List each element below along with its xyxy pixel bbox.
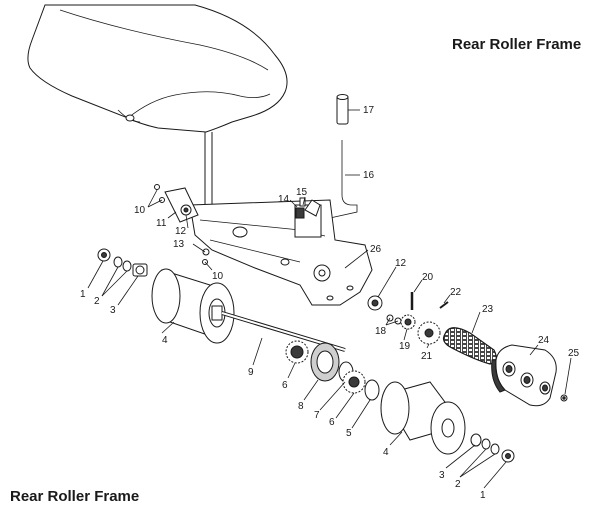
leader-lines xyxy=(87,109,572,489)
callout-8: 8 xyxy=(298,401,304,412)
callout-1b: 1 xyxy=(480,490,486,501)
callout-10b: 10 xyxy=(212,271,224,282)
idler-pulley xyxy=(367,295,402,325)
callout-14: 14 xyxy=(278,194,290,205)
drive-sprocket xyxy=(285,340,309,364)
mower-deck xyxy=(27,4,288,133)
callout-3: 3 xyxy=(110,305,116,316)
callout-19: 19 xyxy=(399,341,411,352)
small-sprocket xyxy=(400,314,416,330)
diagram-caption: Rear Roller Frame xyxy=(10,488,140,505)
callout-18: 18 xyxy=(375,326,387,337)
adjuster-rod xyxy=(329,94,358,219)
drive-chain xyxy=(442,327,497,365)
callout-13: 13 xyxy=(173,239,185,250)
callout-3b: 3 xyxy=(439,470,445,481)
driven-sprocket xyxy=(342,370,366,394)
callout-15: 15 xyxy=(296,187,308,198)
left-end-hardware xyxy=(97,248,148,277)
callout-16: 16 xyxy=(363,170,375,181)
right-roller xyxy=(380,381,466,455)
callout-2b: 2 xyxy=(455,479,461,490)
frame-bracket xyxy=(154,184,210,265)
callout-12b: 12 xyxy=(395,258,407,269)
callout-26: 26 xyxy=(370,244,382,255)
frame-fastener xyxy=(295,197,306,219)
callout-2: 2 xyxy=(94,296,100,307)
callout-22: 22 xyxy=(450,287,462,298)
callout-9: 9 xyxy=(248,367,254,378)
spacer-ring xyxy=(364,379,380,401)
chain-cover xyxy=(491,344,557,407)
key xyxy=(439,301,449,309)
callout-5: 5 xyxy=(346,428,352,439)
callout-17: 17 xyxy=(363,105,375,116)
callout-20: 20 xyxy=(422,272,434,283)
flange xyxy=(310,342,340,382)
callout-12: 12 xyxy=(175,226,187,237)
callout-labels: 17 16 15 14 10 11 12 13 10 26 1 2 3 4 12… xyxy=(80,105,580,501)
callout-4: 4 xyxy=(162,335,168,346)
callout-24: 24 xyxy=(538,335,550,346)
callout-6: 6 xyxy=(282,380,288,391)
cover-screw xyxy=(560,394,568,402)
callout-23: 23 xyxy=(482,304,494,315)
callout-1: 1 xyxy=(80,289,86,300)
callout-7: 7 xyxy=(314,410,320,421)
callout-11: 11 xyxy=(156,218,167,229)
diagram-title: Rear Roller Frame xyxy=(452,36,582,53)
roller-frame xyxy=(189,199,373,306)
callout-10: 10 xyxy=(134,205,146,216)
support-post xyxy=(204,132,213,210)
callout-6b: 6 xyxy=(329,417,335,428)
callout-21: 21 xyxy=(421,351,433,362)
callout-25: 25 xyxy=(568,348,580,359)
large-sprocket xyxy=(417,321,441,345)
right-end-hardware xyxy=(470,433,515,463)
callout-4b: 4 xyxy=(383,447,389,458)
